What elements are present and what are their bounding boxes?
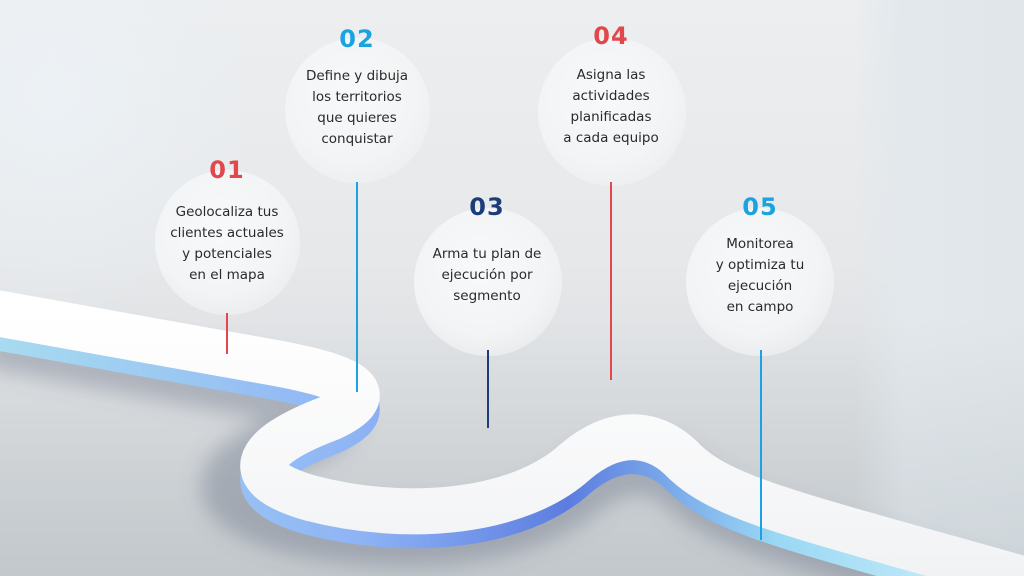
step-05-line: Monitorea — [726, 236, 794, 252]
step-01-line: en el mapa — [189, 267, 265, 283]
step-01-stem — [226, 313, 228, 354]
step-04-line: Asigna las — [576, 67, 646, 83]
step-05-number: 05 — [742, 193, 778, 221]
background-glow-right — [854, 0, 1024, 576]
step-03-line: segmento — [453, 288, 521, 304]
step-03-line: Arma tu plan de — [432, 246, 542, 262]
step-04-line: planificadas — [570, 109, 652, 125]
step-02-line: los territorios — [312, 89, 402, 105]
step-04-description: Asigna las actividades planificadas a ca… — [536, 65, 686, 149]
step-01-line: y potenciales — [182, 246, 272, 262]
step-01-bubble — [155, 170, 300, 315]
step-03-description: Arma tu plan de ejecución por segmento — [412, 244, 562, 307]
step-05-line: ejecución — [727, 278, 793, 294]
step-05-line: en campo — [726, 299, 794, 315]
step-01-line: Geolocaliza tus — [175, 204, 279, 220]
step-05-stem — [760, 350, 762, 540]
step-01-line: clientes actuales — [170, 225, 284, 241]
step-02-description: Define y dibuja los territorios que quie… — [282, 66, 432, 150]
step-04-bubble — [538, 38, 686, 186]
step-02-bubble — [285, 38, 430, 183]
step-02-line: que quieres — [317, 110, 397, 126]
step-05-description: Monitorea y optimiza tu ejecución en cam… — [685, 234, 835, 318]
step-02-line: Define y dibuja — [305, 68, 409, 84]
step-04-line: actividades — [572, 88, 650, 104]
step-01-number: 01 — [209, 156, 245, 184]
step-01-description: Geolocaliza tus clientes actuales y pote… — [152, 202, 302, 286]
step-03-line: ejecución por — [441, 267, 533, 283]
step-05-line: y optimiza tu — [715, 257, 805, 273]
step-02-stem — [356, 182, 358, 392]
step-02-line: conquistar — [321, 131, 393, 147]
step-03-number: 03 — [469, 193, 505, 221]
step-04-line: a cada equipo — [563, 130, 659, 146]
step-02-number: 02 — [339, 25, 375, 53]
step-03-bubble — [414, 208, 562, 356]
step-04-number: 04 — [593, 22, 629, 50]
step-03-stem — [487, 350, 489, 428]
step-04-stem — [610, 182, 612, 380]
step-05-bubble — [686, 208, 834, 356]
